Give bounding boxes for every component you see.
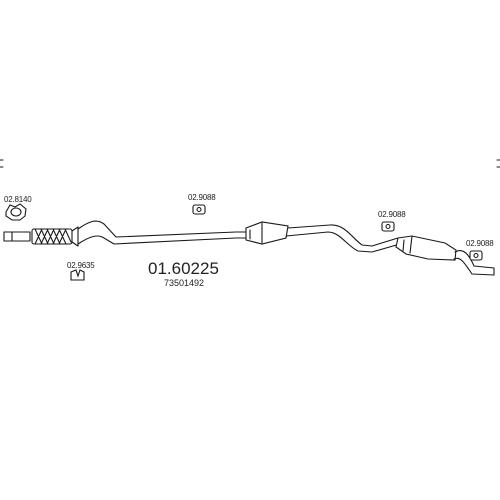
gasket-part: 02.8140: [4, 195, 32, 221]
rear-silencer: [395, 235, 457, 261]
flex-pipe: [31, 226, 79, 247]
clamp-part: 02.9635: [67, 261, 95, 281]
clamp-label: 02.9635: [67, 261, 95, 270]
hanger-3-label: 02.9088: [466, 239, 494, 248]
intermediate-pipe: [285, 224, 401, 253]
edge-marks: [0, 159, 500, 168]
middle-silencer: [245, 221, 289, 245]
hanger-1-part: 02.9088: [188, 193, 216, 215]
hanger-2-label: 02.9088: [378, 210, 406, 219]
tail-pipe: [453, 249, 495, 276]
oe-number: 73501492: [164, 278, 204, 288]
front-pipe: [77, 220, 247, 245]
hanger-1-label: 02.9088: [188, 193, 216, 202]
front-pipe-stub: [3, 231, 31, 242]
hanger-3-part: 02.9088: [466, 239, 494, 261]
part-number: 01.60225: [148, 259, 219, 278]
gasket-label: 02.8140: [4, 195, 32, 204]
hanger-2-part: 02.9088: [378, 210, 406, 232]
